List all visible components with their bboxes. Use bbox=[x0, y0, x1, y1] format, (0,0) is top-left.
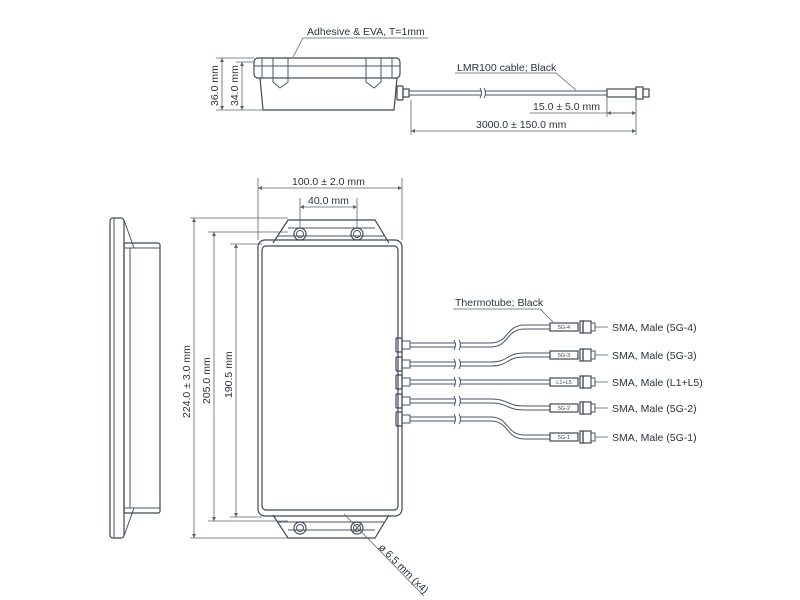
mounting-hole bbox=[350, 521, 364, 535]
cable-callout: LMR100 cable; Black bbox=[455, 62, 577, 91]
thermotube bbox=[549, 350, 579, 360]
sma-label: SMA, Male (5G-1) bbox=[612, 432, 697, 444]
lmr100-cable bbox=[409, 86, 650, 100]
side-profile-view bbox=[109, 217, 161, 539]
thermotube-tag: 5G-3 bbox=[558, 353, 570, 359]
connector-cable: 5G-2 SMA, Male (5G-2) bbox=[395, 393, 697, 415]
height-190-label: 190.5 mm bbox=[223, 351, 235, 398]
housing-connector bbox=[395, 374, 403, 390]
sma-connector bbox=[582, 320, 592, 334]
sma-connector bbox=[582, 348, 592, 362]
sma-connector bbox=[582, 401, 592, 415]
connector-cable: 5G-3 SMA, Male (5G-3) bbox=[395, 348, 697, 372]
hole-spacing-label: 40.0 mm bbox=[308, 195, 349, 207]
thermotube bbox=[549, 377, 579, 387]
connector-cable: L1+L5 SMA, Male (L1+L5) bbox=[395, 374, 703, 390]
thermotube bbox=[549, 432, 579, 442]
housing-connector bbox=[395, 411, 403, 427]
adhesive-callout: Adhesive & EVA, T=1mm bbox=[292, 26, 428, 58]
width-label: 100.0 ± 2.0 mm bbox=[292, 176, 365, 188]
housing-body bbox=[257, 239, 403, 517]
housing-connector bbox=[395, 356, 403, 372]
sma-label: SMA, Male (5G-4) bbox=[612, 322, 697, 334]
thermotube-tag: 5G-4 bbox=[558, 325, 570, 331]
side-height-dimensions: 36.0 mm 34.0 mm bbox=[209, 57, 262, 111]
break-mark bbox=[453, 376, 461, 388]
break-mark bbox=[453, 358, 461, 370]
connector-cable: 5G-4 SMA, Male (5G-4) bbox=[395, 320, 697, 353]
connector-cable: 5G-1 SMA, Male (5G-1) bbox=[395, 411, 697, 444]
cable-dimensions: 15.0 ± 5.0 mm 3000.0 ± 150.0 mm bbox=[410, 98, 637, 135]
thermotube-callout: Thermotube; Black bbox=[453, 297, 554, 323]
break-mark bbox=[453, 413, 461, 425]
cable-label: LMR100 cable; Black bbox=[457, 62, 557, 74]
height-224-label: 224.0 ± 3.0 mm bbox=[181, 345, 193, 418]
side-view-housing bbox=[253, 57, 410, 111]
sma-label: SMA, Male (5G-2) bbox=[612, 403, 697, 415]
mounting-hole bbox=[293, 227, 307, 241]
sma-label: SMA, Male (5G-3) bbox=[612, 350, 697, 362]
break-mark bbox=[453, 395, 461, 407]
width-dimensions: 100.0 ± 2.0 mm 40.0 mm bbox=[257, 176, 403, 240]
thermotube-tag: 5G-1 bbox=[558, 435, 570, 441]
height-36-label: 36.0 mm bbox=[209, 65, 221, 106]
mounting-hole bbox=[293, 521, 307, 535]
sma-label: SMA, Male (L1+L5) bbox=[612, 377, 703, 389]
sma-connector bbox=[582, 430, 592, 444]
thermotube-tag: L1+L5 bbox=[556, 380, 571, 386]
mounting-hole bbox=[350, 227, 364, 241]
height-dimensions: 224.0 ± 3.0 mm 205.0 mm 190.5 mm bbox=[181, 217, 288, 539]
hole-diameter-label: ø 6.5 mm (x4) bbox=[376, 542, 431, 597]
housing-connector bbox=[395, 393, 403, 409]
thermotube-label: Thermotube; Black bbox=[455, 297, 544, 309]
break-mark bbox=[453, 339, 461, 351]
sma-connector bbox=[582, 375, 592, 389]
thermotube bbox=[549, 322, 579, 332]
housing-connector bbox=[395, 337, 403, 353]
connector-cables: 5G-4 SMA, Male (5G-4) 5G-3 SMA, Male (5G-3)… bbox=[395, 320, 703, 444]
bottom-mounting-tab bbox=[272, 514, 390, 539]
height-34-label: 34.0 mm bbox=[229, 65, 241, 106]
adhesive-label: Adhesive & EVA, T=1mm bbox=[307, 26, 425, 38]
side-view: Adhesive & EVA, T=1mm 36.0 mm 34.0 mm LM… bbox=[209, 26, 650, 135]
front-view: 100.0 ± 2.0 mm 40.0 mm 224.0 ± 3.0 mm 20… bbox=[181, 176, 703, 596]
thermotube-tag: 5G-2 bbox=[558, 406, 570, 412]
cable-length-label: 3000.0 ± 150.0 mm bbox=[476, 119, 567, 131]
connector-length-label: 15.0 ± 5.0 mm bbox=[533, 101, 600, 113]
height-205-label: 205.0 mm bbox=[201, 357, 213, 404]
thermotube bbox=[549, 403, 579, 413]
hole-diameter-callout: ø 6.5 mm (x4) bbox=[343, 513, 431, 597]
